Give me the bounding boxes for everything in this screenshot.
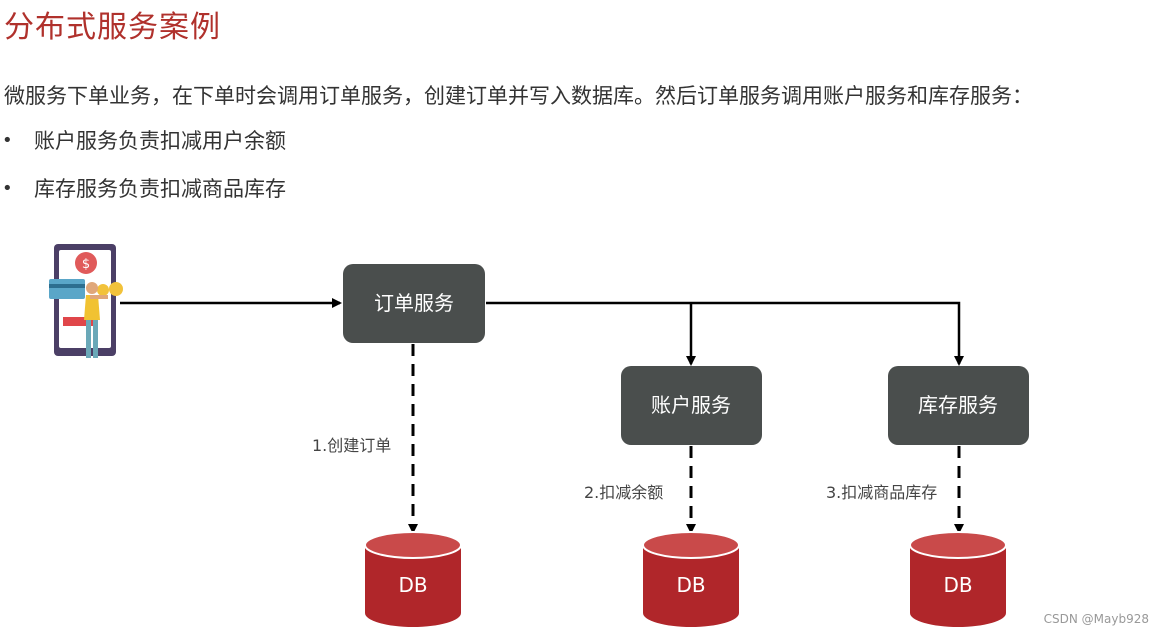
stock-db-label: DB (943, 573, 972, 597)
bullet-item: • 库存服务负责扣减商品库存 (0, 173, 286, 221)
step-deduct-stock-label: 3.扣减商品库存 (826, 483, 937, 502)
account-service-label: 账户服务 (651, 393, 731, 417)
step-create-order-label: 1.创建订单 (312, 436, 391, 455)
order-service-node: 订单服务 (343, 264, 485, 343)
page-title: 分布式服务案例 (4, 10, 221, 45)
mobile-payment-user-icon: $ (49, 244, 123, 358)
account-database-icon: DB (642, 531, 740, 627)
account-service-node: 账户服务 (621, 366, 762, 445)
connectors (120, 298, 964, 534)
bullet-item: • 账户服务负责扣减用户余额 (0, 125, 286, 173)
bullet-dot-icon: • (2, 130, 13, 151)
svg-text:$: $ (82, 257, 90, 272)
order-database-icon: DB (364, 531, 462, 627)
stock-database-icon: DB (909, 531, 1007, 627)
bullet-text: 账户服务负责扣减用户余额 (34, 129, 286, 153)
order-db-label: DB (398, 573, 427, 597)
bullet-dot-icon: • (2, 178, 13, 199)
step-deduct-balance-label: 2.扣减余额 (584, 483, 663, 502)
bullet-text: 库存服务负责扣减商品库存 (34, 177, 286, 201)
stock-service-label: 库存服务 (918, 393, 998, 417)
order-to-stock-arrow (486, 301, 964, 366)
order-service-label: 订单服务 (374, 291, 454, 315)
account-db-label: DB (676, 573, 705, 597)
watermark: CSDN @Mayb928 (1043, 612, 1149, 626)
intro-text: 微服务下单业务，在下单时会调用订单服务，创建订单并写入数据库。然后订单服务调用账… (4, 84, 1033, 108)
bullet-list: • 账户服务负责扣减用户余额 • 库存服务负责扣减商品库存 (0, 125, 286, 221)
stock-service-node: 库存服务 (888, 366, 1029, 445)
